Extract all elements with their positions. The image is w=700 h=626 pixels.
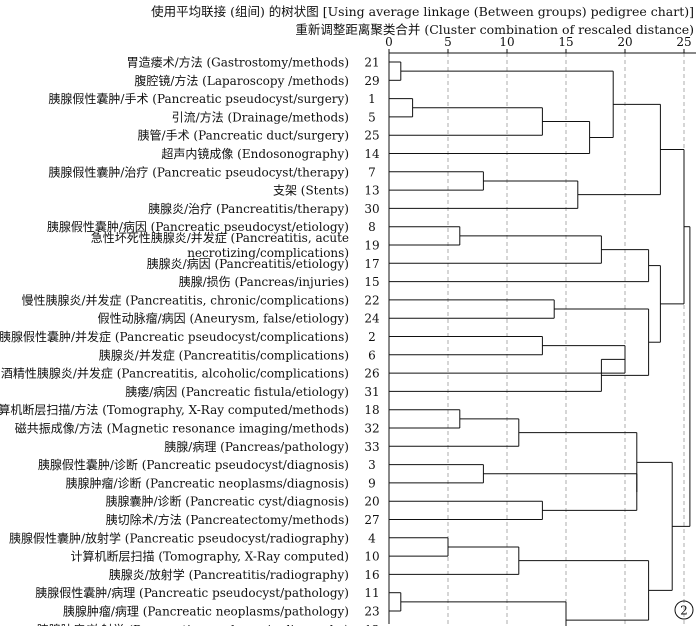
badge-circle — [674, 600, 694, 620]
leaf-label: 腹腔镜/方法 (Laparoscopy /methods) — [134, 73, 349, 88]
leaf-label: 计算机断层扫描/方法 (Tomography, X-Ray computed/m… — [0, 402, 349, 417]
leaf-label: 胰腺/损伤 (Pancreas/injuries) — [179, 275, 349, 289]
leaf-id: 3 — [368, 458, 376, 472]
leaf-label: 胰腺炎/治疗 (Pancreatitis/therapy) — [148, 202, 349, 216]
leaf-id: 25 — [364, 129, 379, 143]
leaf-id: 20 — [364, 495, 379, 509]
leaf-id: 10 — [364, 550, 379, 564]
leaf-label: 胰腺假性囊肿/放射学 (Pancreatic pseudocyst/radiog… — [9, 530, 349, 545]
leaf-label: 支架 (Stents) — [273, 184, 349, 198]
leaf-id: 26 — [364, 367, 379, 381]
leaf-label: 计算机断层扫描 (Tomography, X-Ray computed) — [71, 549, 349, 564]
x-tick-label: 5 — [444, 35, 452, 49]
leaf-label: 胰腺肿瘤/放射学 (Pancreatic neoplasms/radiograp… — [37, 622, 349, 626]
leaf-label: 急性坏死性胰腺炎/并发症 (Pancreatitis, acute — [91, 230, 349, 245]
leaf-label: 胰腺炎/并发症 (Pancreatitis/complications) — [99, 347, 349, 362]
leaf-label: 胰腺假性囊肿/病理 (Pancreatic pseudocyst/patholo… — [35, 585, 349, 600]
leaf-label: 超声内镜成像 (Endosonography) — [161, 146, 349, 161]
leaf-label: 胰腺囊肿/诊断 (Pancreatic cyst/diagnosis) — [105, 494, 349, 509]
leaf-id: 24 — [364, 312, 380, 326]
leaf-label: 假性动脉瘤/病因 (Aneurysm, false/etiology) — [98, 311, 349, 326]
leaf-id: 2 — [368, 330, 376, 344]
leaf-id: 21 — [364, 56, 379, 70]
leaf-label: 胰管/手术 (Pancreatic duct/surgery) — [138, 128, 349, 143]
leaf-id: 15 — [364, 275, 379, 289]
leaf-label: 慢性胰腺炎/并发症 (Pancreatitis, chronic/complic… — [21, 292, 349, 307]
leaf-id: 33 — [364, 440, 379, 454]
chart-title: 使用平均联接 (组间) 的树状图 [Using average linkage … — [151, 4, 694, 19]
leaf-id: 4 — [368, 531, 376, 545]
leaf-id: 31 — [364, 385, 379, 399]
leaf-id: 8 — [368, 220, 376, 234]
leaf-label: 胰切除术/方法 (Pancreatectomy/methods) — [106, 512, 349, 527]
x-tick-label: 15 — [558, 35, 573, 49]
leaf-id: 29 — [364, 74, 379, 88]
leaf-id: 22 — [364, 293, 379, 307]
leaf-id: 30 — [364, 202, 379, 216]
leaf-id: 19 — [364, 239, 379, 253]
leaf-id: 1 — [368, 92, 376, 106]
leaf-label: 胰腺假性囊肿/治疗 (Pancreatic pseudocyst/therapy… — [48, 164, 349, 179]
leaf-label: 胰腺假性囊肿/手术 (Pancreatic pseudocyst/surgery… — [48, 91, 349, 106]
leaf-id: 23 — [364, 605, 379, 619]
leaf-label: 胃造瘘术/方法 (Gastrostomy/methods) — [127, 55, 349, 70]
leaf-id: 14 — [364, 147, 380, 161]
badge-number: 2 — [680, 604, 688, 618]
dendrogram-tree — [389, 61, 691, 626]
leaf-id: 13 — [364, 184, 379, 198]
leaf-label: 胰腺肿瘤/病理 (Pancreatic neoplasms/pathology) — [63, 604, 349, 619]
leaf-id: 18 — [364, 403, 379, 417]
leaf-label: 胰腺炎/病因 (Pancreatitis/etiology) — [147, 256, 349, 271]
leaf-id: 11 — [364, 586, 379, 600]
leaf-id: 27 — [364, 513, 379, 527]
leaf-label: 胰腺炎/放射学 (Pancreatitis/radiography) — [109, 567, 349, 582]
leaf-label-continued: necrotizing/complications) — [187, 246, 349, 260]
leaf-label: 磁共振成像/方法 (Magnetic resonance imaging/met… — [15, 421, 349, 436]
x-tick-label: 0 — [385, 35, 393, 49]
leaf-label: 酒精性胰腺炎/并发症 (Pancreatitis, alcoholic/comp… — [1, 366, 349, 381]
leaf-label: 胰腺/病理 (Pancreas/pathology) — [164, 439, 349, 454]
x-tick-label: 10 — [499, 35, 514, 49]
x-tick-label: 25 — [676, 35, 691, 49]
leaf-id: 12 — [364, 623, 379, 626]
chart-subtitle: 重新调整距离聚类合并 (Cluster combination of resca… — [295, 22, 694, 37]
leaf-label: 胰腺假性囊肿/诊断 (Pancreatic pseudocyst/diagnos… — [38, 457, 349, 472]
leaf-id: 5 — [368, 110, 376, 124]
leaf-label: 引流/方法 (Drainage/methods) — [172, 109, 349, 124]
leaf-label: 胰瘘/病因 (Pancreatic fistula/etiology) — [125, 384, 349, 399]
leaf-id: 17 — [364, 257, 379, 271]
leaf-id: 7 — [368, 165, 376, 179]
leaf-label: 胰腺肿瘤/诊断 (Pancreatic neoplasms/diagnosis) — [66, 475, 349, 490]
leaf-id: 32 — [364, 422, 379, 436]
leaf-id: 9 — [368, 476, 376, 490]
leaf-label: 胰腺假性囊肿/并发症 (Pancreatic pseudocyst/compli… — [0, 329, 349, 344]
leaf-label: 胰腺假性囊肿/病因 (Pancreatic pseudocyst/etiolog… — [47, 219, 349, 234]
x-axis: 0 5 10 15 20 25 — [385, 35, 696, 624]
leaf-id: 6 — [368, 348, 376, 362]
x-tick-label: 20 — [617, 35, 632, 49]
panel-badge: 2 — [674, 600, 694, 620]
leaf-id: 16 — [364, 568, 379, 582]
